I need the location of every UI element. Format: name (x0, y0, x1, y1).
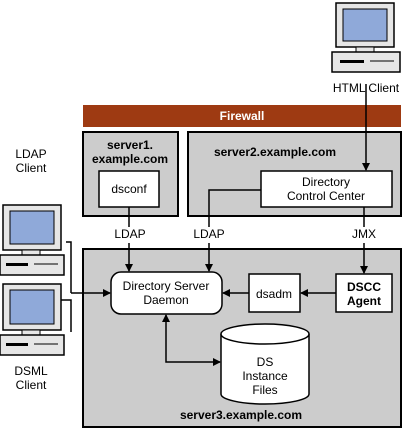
line-dcc-to-ldap (208, 189, 261, 227)
dsadm-label: dsadm (256, 287, 292, 301)
dcc-label-line1: Directory (302, 175, 350, 189)
server1-label-line2: example.com (92, 152, 168, 166)
line-ldap-client (66, 241, 72, 293)
dcc-label-line2: Control Center (287, 189, 365, 203)
ds-files-line3: Files (252, 383, 277, 397)
ldap-label-mid: LDAP (193, 227, 224, 241)
ds-files-line1: DS (257, 355, 274, 369)
html-client-label: HTML Client (333, 81, 400, 95)
dcc-box (260, 170, 393, 208)
server2-box: server2.example.com Directory Control Ce… (187, 131, 402, 217)
firewall-label: Firewall (220, 109, 265, 123)
firewall-bar: Firewall (83, 105, 401, 127)
server1-box: server1. example.com dsconf (82, 131, 179, 217)
ldap-client-line1: LDAP (15, 147, 46, 161)
ds-instance-files-cylinder: DS Instance Files (220, 323, 310, 405)
ldap-label-left: LDAP (114, 227, 145, 241)
server3-box: server3.example.com Directory Server Dae… (82, 248, 402, 428)
server1-label-line1: server1. (107, 138, 153, 152)
dsconf-label: dsconf (111, 182, 147, 196)
ds-daemon-line2: Daemon (143, 293, 188, 307)
ldap-client-line2: Client (16, 161, 47, 175)
dsml-client-line2: Client (16, 378, 47, 392)
dscc-agent-line2: Agent (347, 294, 381, 308)
arrow-ds-to-files (162, 314, 221, 366)
dscc-agent-box (335, 273, 393, 313)
dsadm-box (248, 273, 301, 313)
dscc-agent-line1: DSCC (347, 280, 381, 294)
ldap-client-computer-icon (0, 204, 65, 276)
dsml-client-computer-icon (0, 283, 65, 356)
jmx-label: JMX (352, 227, 376, 241)
ds-files-line2: Instance (242, 369, 288, 383)
html-client-computer-icon (331, 2, 401, 73)
server2-label: server2.example.com (214, 145, 336, 159)
ds-daemon-line1: Directory Server (123, 279, 210, 293)
dsml-client-line1: DSML (14, 364, 48, 378)
server3-label: server3.example.com (180, 408, 302, 422)
